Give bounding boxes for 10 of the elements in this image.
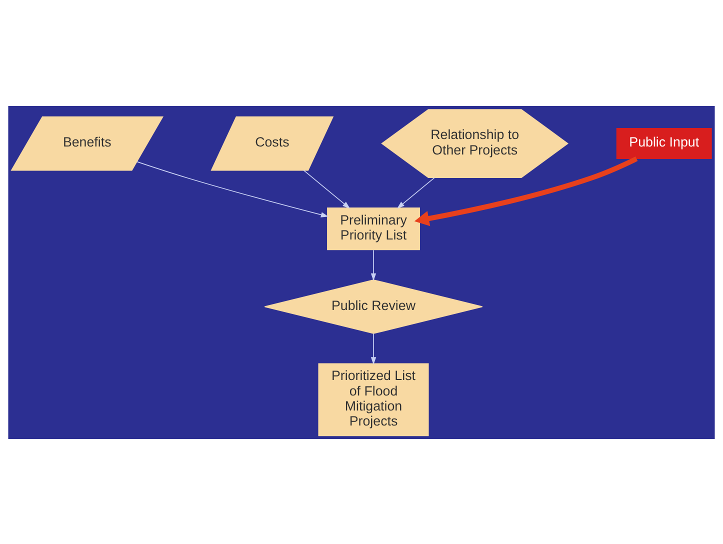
arrow <box>303 169 350 208</box>
node-box: Public Input <box>616 128 712 159</box>
node-diamond: Public Review <box>264 278 483 334</box>
node-box: Prioritized List of Flood Mitigation Projects <box>318 362 429 436</box>
node-box: Preliminary Priority List <box>327 206 420 250</box>
arrow <box>414 156 638 226</box>
arrow <box>136 160 328 217</box>
arrow <box>396 176 435 208</box>
arrow <box>370 249 376 280</box>
arrow <box>370 332 376 364</box>
